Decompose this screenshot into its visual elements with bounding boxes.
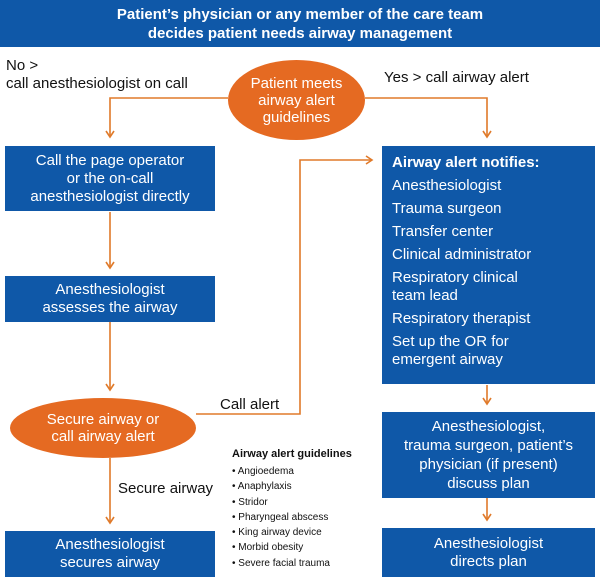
airway-alert-notifies-box: Airway alert notifies: Anesthesiologist …	[382, 146, 595, 384]
assesses-line-1: Anesthesiologist	[55, 281, 165, 298]
call-page-operator-box: Call the page operator or the on-call an…	[5, 146, 215, 211]
guidelines-title: Airway alert guidelines	[232, 448, 352, 460]
arrow-yes-branch	[365, 97, 492, 139]
guideline-item: • Morbid obesity	[232, 542, 304, 554]
notify-item-respiratory-team-lead: Respiratory clinical team lead	[392, 269, 518, 304]
discuss-plan-box: Anesthesiologist, trauma surgeon, patien…	[382, 412, 595, 498]
guideline-text: King airway device	[238, 527, 322, 539]
secure-airway-label: Secure airway	[118, 480, 214, 497]
guideline-text: Pharyngeal abscess	[238, 511, 329, 523]
notify-item-transfer-center: Transfer center	[392, 223, 494, 240]
assesses-line-2: assesses the airway	[42, 299, 178, 316]
directs-plan-box: Anesthesiologist directs plan	[382, 528, 595, 577]
discuss-line-1: Anesthesiologist,	[431, 418, 546, 435]
secures-airway-box: Anesthesiologist secures airway	[5, 531, 215, 577]
guideline-item: • Anaphylaxis	[232, 481, 292, 493]
guideline-item: • Severe facial trauma	[232, 557, 330, 569]
directs-line-2: directs plan	[450, 552, 527, 570]
guideline-item: • Angioedema	[232, 466, 294, 477]
notify-item-anesthesiologist: Anesthesiologist	[392, 177, 502, 194]
notify-item-respiratory-therapist: Respiratory therapist	[392, 310, 531, 327]
notify-item-trauma-surgeon: Trauma surgeon	[392, 200, 502, 217]
decision-guidelines-oval: Patient meets airway alert guidelines	[228, 60, 365, 140]
assesses-airway-box: Anesthesiologist assesses the airway	[5, 276, 215, 322]
branch-yes-label: Yes > call airway alert	[384, 69, 529, 86]
arrow-no-branch	[105, 97, 228, 139]
notify-title: Airway alert notifies:	[392, 154, 540, 171]
decision-guidelines-line-2: airway alert	[258, 91, 335, 109]
discuss-line-2: trauma surgeon, patient’s	[404, 437, 573, 454]
guideline-text: Anaphylaxis	[237, 481, 292, 493]
decision-secure-line-2: call airway alert	[51, 428, 155, 445]
decision-secure-oval: Secure airway or call airway alert	[10, 398, 196, 458]
guideline-text: Severe facial trauma	[238, 557, 330, 569]
branch-no-label: No > call anesthesiologist on call	[6, 57, 188, 93]
guideline-text: Stridor	[238, 496, 268, 508]
call-page-operator-line-1: Call the page operator	[35, 151, 185, 169]
arrow-call-alert	[196, 155, 374, 415]
banner-line-1: Patient’s physician or any member of the…	[116, 5, 484, 23]
guideline-item: • Pharyngeal abscess	[232, 511, 329, 523]
guideline-text: Morbid obesity	[238, 542, 304, 554]
directs-line-1: Anesthesiologist	[433, 534, 544, 552]
airway-alert-guidelines-list: Airway alert guidelines • Angioedema • A…	[232, 447, 382, 571]
guideline-item: • King airway device	[232, 527, 322, 539]
notify-item-clinical-administrator: Clinical administrator	[392, 246, 532, 263]
decision-secure-line-1: Secure airway or	[46, 411, 160, 428]
call-alert-label: Call alert	[220, 396, 280, 413]
banner-line-2: decides patient needs airway management	[147, 24, 453, 42]
branch-no-line-2: call anesthesiologist on call	[6, 75, 188, 92]
guideline-item: • Stridor	[232, 496, 268, 508]
discuss-line-4: discuss plan	[447, 475, 530, 492]
branch-no-line-1: No >	[6, 57, 39, 74]
secures-line-1: Anesthesiologist	[55, 536, 165, 553]
guideline-text: Angioedema	[237, 466, 294, 477]
call-page-operator-line-2: or the on-call	[66, 169, 154, 187]
secures-line-2: secures airway	[59, 554, 161, 571]
call-page-operator-line-3: anesthesiologist directly	[30, 187, 190, 205]
top-banner: Patient’s physician or any member of the…	[0, 0, 600, 47]
decision-guidelines-line-1: Patient meets	[250, 74, 343, 92]
decision-guidelines-line-3: guidelines	[262, 108, 331, 126]
discuss-line-3: physician (if present)	[419, 456, 558, 473]
notify-item-setup-or: Set up the OR for emergent airway	[392, 333, 509, 368]
